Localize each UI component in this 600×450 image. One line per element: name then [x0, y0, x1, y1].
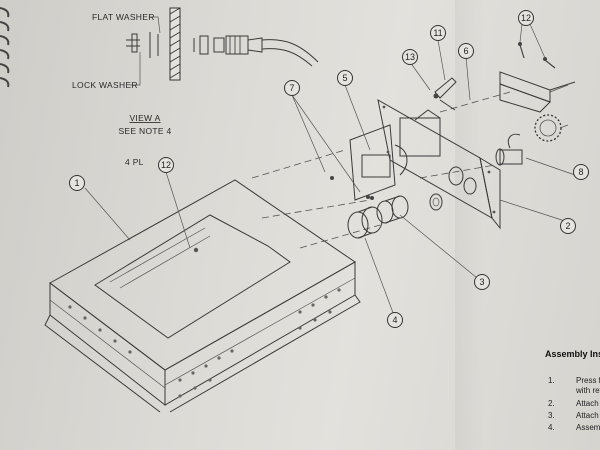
screws-7 — [330, 176, 370, 199]
assembly-instructions: Assembly Inst 1. Press f with ret 2. Att… — [545, 349, 600, 432]
mounting-plate — [377, 99, 501, 230]
step-1-num: 1. — [548, 376, 555, 385]
alignment-lines — [251, 91, 511, 249]
callout-12-tray: 12 — [158, 157, 174, 173]
step-4-num: 4. — [548, 423, 555, 432]
top-bracket — [499, 42, 576, 113]
qty-4pl: 4 PL — [125, 157, 144, 167]
binder-rings — [0, 0, 16, 450]
svg-text:6: 6 — [463, 46, 468, 56]
svg-text:7: 7 — [289, 83, 294, 93]
callout-7: 7 — [284, 80, 300, 96]
lock-washer-label: LOCK WASHER — [72, 80, 138, 90]
svg-text:5: 5 — [342, 73, 347, 83]
callout-5: 5 — [337, 70, 353, 86]
svg-text:1: 1 — [74, 178, 79, 188]
view-a-note: SEE NOTE 4 — [118, 126, 171, 136]
step-3-num: 3. — [548, 411, 555, 420]
view-a-title: VIEW A — [129, 113, 160, 123]
gasket — [534, 114, 562, 142]
svg-text:13: 13 — [405, 52, 415, 62]
svg-text:4: 4 — [392, 315, 397, 325]
callout-12-bracket: 12 — [518, 10, 534, 26]
view-a-detail — [126, 7, 319, 86]
svg-text:11: 11 — [433, 28, 442, 38]
step-3-text: Attach — [576, 411, 599, 420]
callout-6: 6 — [458, 43, 474, 59]
tray-assembly — [44, 179, 361, 413]
callout-3: 3 — [474, 274, 490, 290]
svg-text:12: 12 — [161, 160, 171, 170]
step-4-text: Assem — [576, 423, 600, 432]
callout-2: 2 — [560, 218, 576, 234]
callout-8: 8 — [573, 164, 589, 180]
leaders — [84, 23, 576, 319]
svg-text:8: 8 — [578, 167, 583, 177]
step-1-text: Press f — [576, 376, 600, 385]
svg-text:2: 2 — [565, 221, 570, 231]
step-1-text-2: with ret — [575, 386, 600, 395]
flat-washer-label: FLAT WASHER — [92, 12, 155, 22]
callout-13: 13 — [402, 49, 418, 65]
step-2-text: Attach — [576, 399, 599, 408]
assembly-title: Assembly Inst — [545, 349, 600, 359]
svg-text:3: 3 — [479, 277, 484, 287]
callout-1: 1 — [69, 175, 85, 191]
bushings — [347, 193, 443, 239]
step-2-num: 2. — [548, 399, 555, 408]
lever — [433, 77, 457, 111]
connector-8 — [495, 133, 523, 166]
callout-11: 11 — [430, 25, 446, 41]
mount-bracket — [349, 124, 408, 201]
callout-4: 4 — [387, 312, 403, 328]
svg-text:12: 12 — [521, 13, 531, 23]
